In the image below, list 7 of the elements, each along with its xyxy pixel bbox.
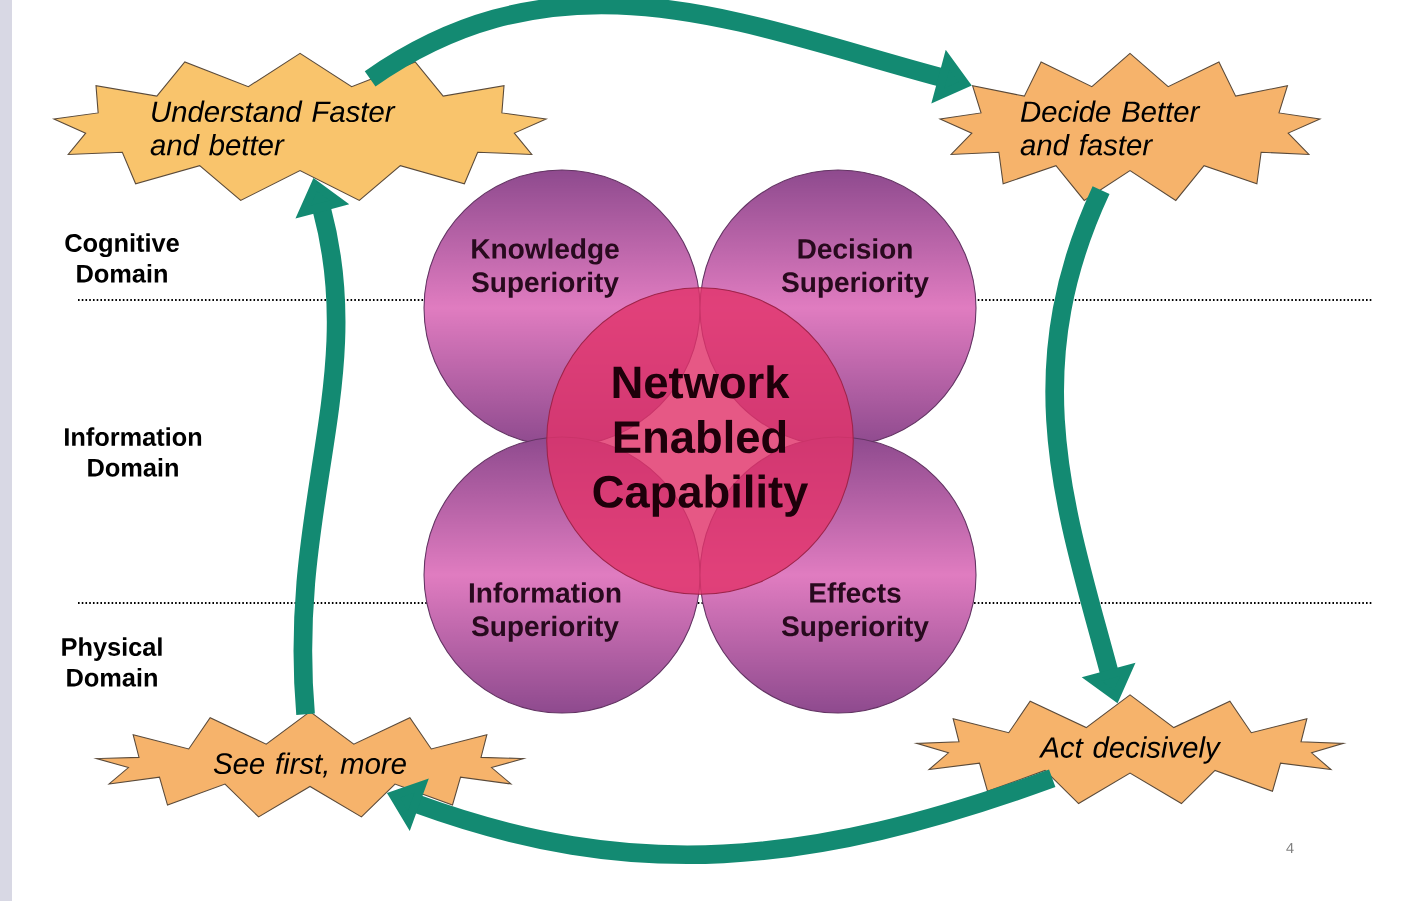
page-number: 4 (1286, 843, 1294, 854)
starburst: Understand Faster and better (52, 52, 549, 202)
domain-label: Physical Domain (62, 637, 162, 687)
starburst: Act decisively (913, 694, 1347, 805)
domain-label: Cognitive Domain (65, 233, 179, 283)
starburst: Decide Better and faster (938, 52, 1322, 202)
domain-label: Information Domain (65, 427, 202, 477)
